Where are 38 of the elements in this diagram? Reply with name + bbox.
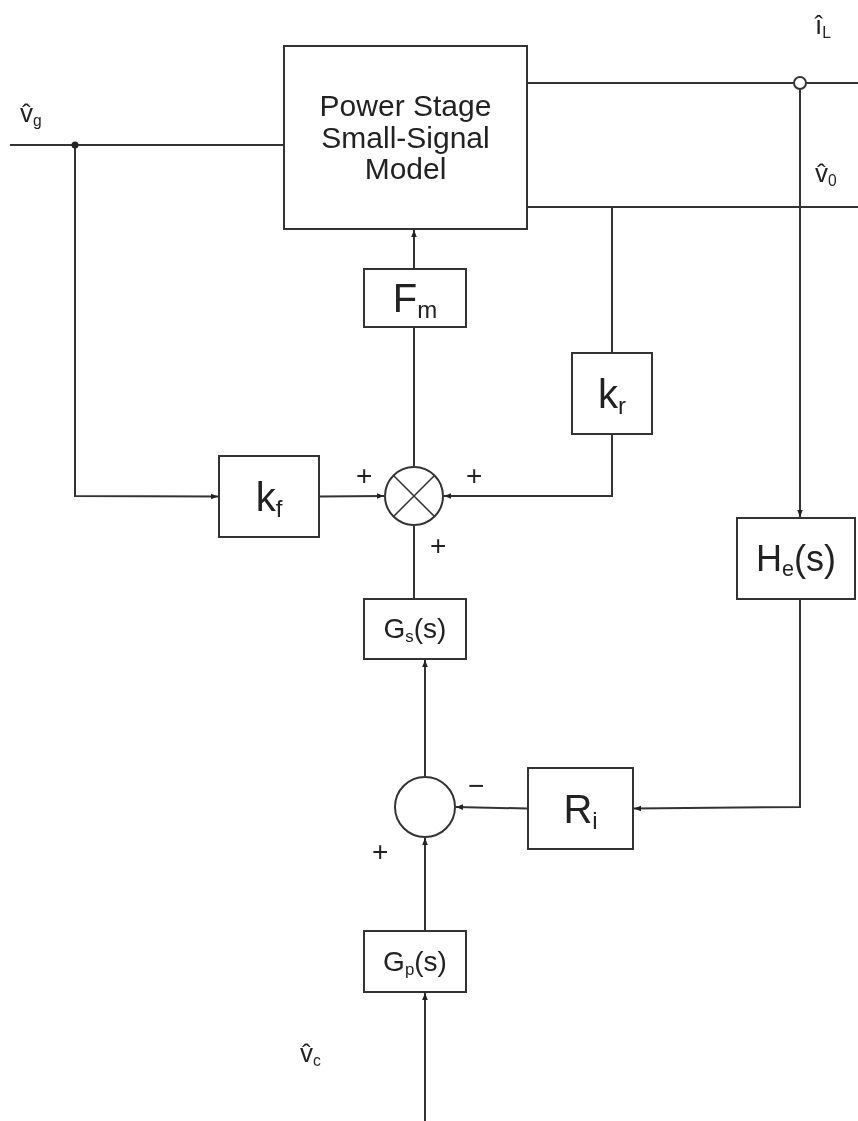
arrow xyxy=(633,599,801,812)
block-label: F$_{m}$ xyxy=(392,277,438,319)
signal-label: î$_{L}$ xyxy=(815,12,831,38)
block-box xyxy=(283,45,528,230)
arrow xyxy=(422,659,428,777)
block-box xyxy=(218,455,320,538)
arrow xyxy=(455,804,528,810)
block-box xyxy=(363,930,467,993)
block-label: Power Stage Small-Signal Model xyxy=(318,90,493,185)
block-label: H$_{e}$(s) xyxy=(756,539,836,578)
arrow xyxy=(411,229,417,269)
signal-label: v̂$_{c}$ xyxy=(300,1040,321,1066)
arrow xyxy=(319,493,385,499)
block-label: G$_{s}$(s) xyxy=(383,614,447,644)
block-label: R$_{i}$ xyxy=(563,787,598,830)
block-box xyxy=(527,767,634,850)
summing-junction xyxy=(394,776,456,838)
arrow xyxy=(443,434,613,499)
multiplier-junction xyxy=(384,466,444,526)
sign-label: + xyxy=(356,462,373,490)
signal-line xyxy=(413,327,415,467)
block-label: k$_{f}$ xyxy=(255,475,283,518)
signal-label: v̂$_{0}$ xyxy=(815,160,837,186)
signal-line xyxy=(9,144,284,146)
block-label: k$_{r}$ xyxy=(598,372,626,415)
signal-line xyxy=(527,206,858,208)
block-box xyxy=(571,352,653,435)
sign-label: + xyxy=(430,532,447,560)
block-box xyxy=(363,598,467,660)
sign-label: − xyxy=(468,772,485,800)
signal-line xyxy=(413,525,415,599)
arrow xyxy=(422,837,428,931)
block-box xyxy=(736,517,856,600)
block-label: G$_{p}$(s) xyxy=(383,946,447,977)
sign-label: + xyxy=(466,462,483,490)
block-box xyxy=(363,268,467,328)
sign-label: + xyxy=(372,838,389,866)
arrow xyxy=(422,992,428,1121)
